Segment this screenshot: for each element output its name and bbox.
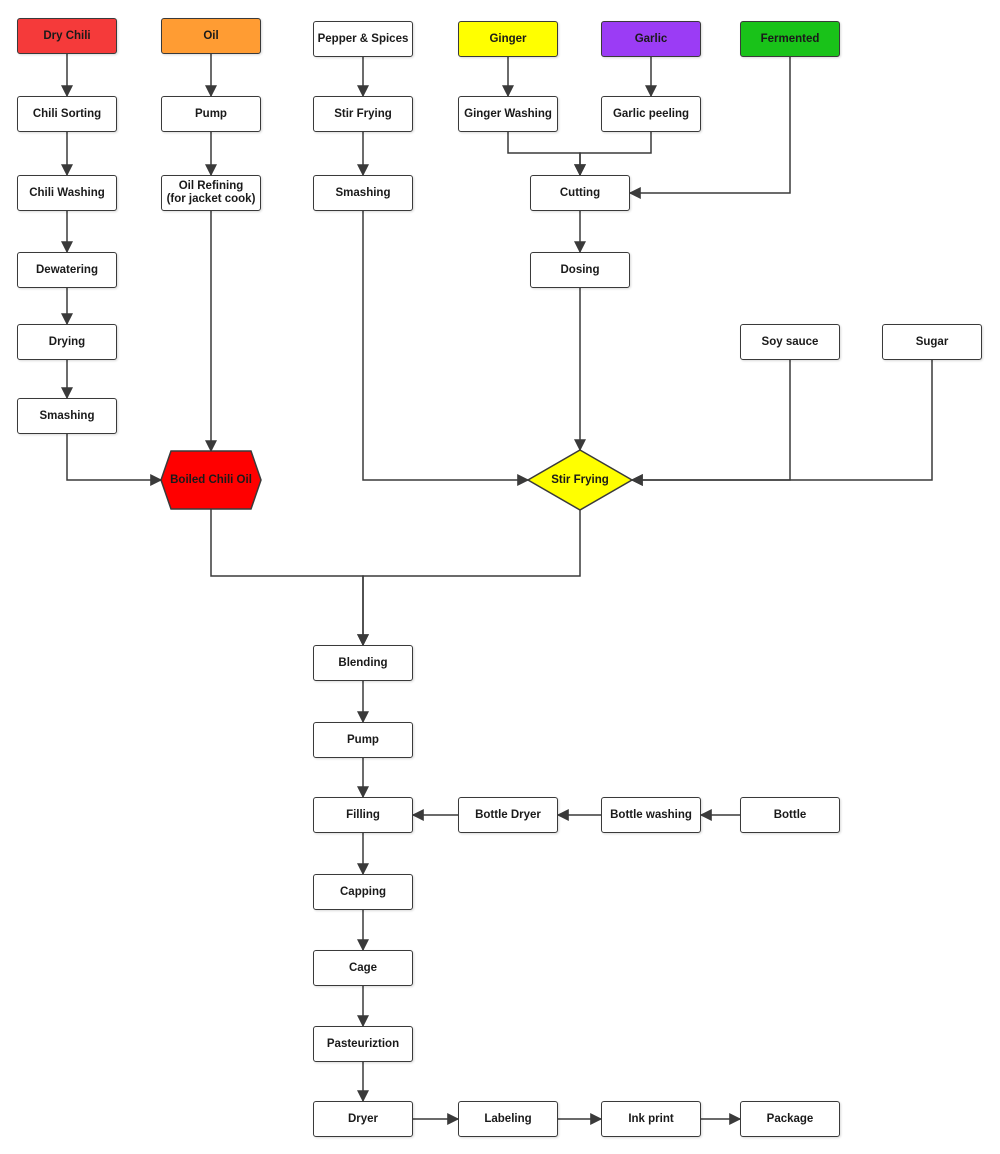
edge-garlic-peeling-to-cutting <box>574 132 652 177</box>
node-bottle-dryer[interactable]: Bottle Dryer <box>458 797 558 833</box>
node-dosing[interactable]: Dosing <box>530 252 630 288</box>
node-bottle-washing[interactable]: Bottle washing <box>601 797 701 833</box>
node-pasteurization[interactable]: Pasteuriztion <box>313 1026 413 1062</box>
node-chili-washing[interactable]: Chili Washing <box>17 175 117 211</box>
node-soy-sauce[interactable]: Soy sauce <box>740 324 840 360</box>
node-oil-refining[interactable]: Oil Refining (for jacket cook) <box>161 175 261 211</box>
node-smashing1[interactable]: Smashing <box>313 175 413 211</box>
node-filling[interactable]: Filling <box>313 797 413 833</box>
node-ink-print[interactable]: Ink print <box>601 1101 701 1137</box>
edge-smashing1-to-stir-frying2 <box>362 211 530 486</box>
edge-soy-sauce-to-stir-frying2 <box>630 360 791 486</box>
node-dryer[interactable]: Dryer <box>313 1101 413 1137</box>
node-cutting[interactable]: Cutting <box>530 175 630 211</box>
node-fermented[interactable]: Fermented <box>740 21 840 57</box>
node-labeling[interactable]: Labeling <box>458 1101 558 1137</box>
node-shape-stir-frying2 <box>526 449 634 511</box>
node-dewatering[interactable]: Dewatering <box>17 252 117 288</box>
edge-ginger-washing-to-cutting <box>507 132 586 177</box>
edge-smashing2-to-boiled-chili-oil <box>66 434 163 486</box>
node-blending[interactable]: Blending <box>313 645 413 681</box>
node-ginger[interactable]: Ginger <box>458 21 558 57</box>
edge-fermented-to-cutting <box>628 57 791 199</box>
node-garlic-peeling[interactable]: Garlic peeling <box>601 96 701 132</box>
node-sugar[interactable]: Sugar <box>882 324 982 360</box>
node-drying[interactable]: Drying <box>17 324 117 360</box>
edge-boiled-chili-oil-to-blending <box>210 509 369 647</box>
node-stir-frying1[interactable]: Stir Frying <box>313 96 413 132</box>
node-boiled-chili-oil[interactable]: Boiled Chili Oil <box>170 474 252 486</box>
node-pepper-spices[interactable]: Pepper & Spices <box>313 21 413 57</box>
node-garlic[interactable]: Garlic <box>601 21 701 57</box>
node-shape-boiled-chili-oil <box>160 450 262 510</box>
node-ginger-washing[interactable]: Ginger Washing <box>458 96 558 132</box>
node-pump1[interactable]: Pump <box>161 96 261 132</box>
node-oil[interactable]: Oil <box>161 18 261 54</box>
node-cage[interactable]: Cage <box>313 950 413 986</box>
node-stir-frying2[interactable]: Stir Frying <box>551 474 609 486</box>
node-chili-sorting[interactable]: Chili Sorting <box>17 96 117 132</box>
node-dry-chili[interactable]: Dry Chili <box>17 18 117 54</box>
node-pump2[interactable]: Pump <box>313 722 413 758</box>
node-smashing2[interactable]: Smashing <box>17 398 117 434</box>
node-bottle[interactable]: Bottle <box>740 797 840 833</box>
edge-stir-frying2-to-blending <box>357 510 581 647</box>
node-capping[interactable]: Capping <box>313 874 413 910</box>
node-package[interactable]: Package <box>740 1101 840 1137</box>
edge-sugar-to-stir-frying2 <box>630 360 933 486</box>
